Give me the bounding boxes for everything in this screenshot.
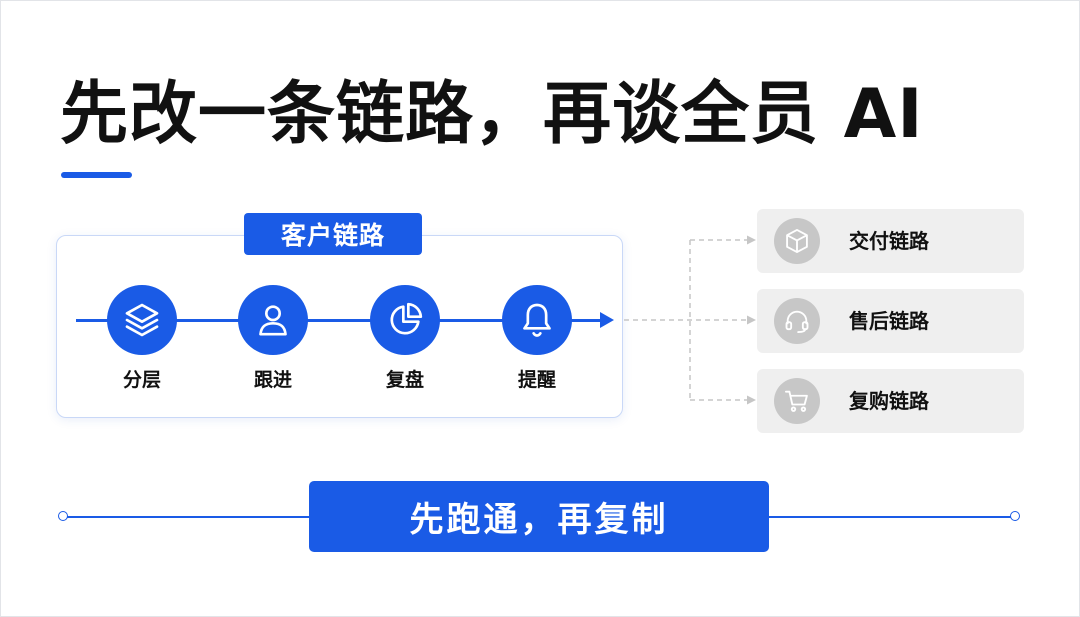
headset-icon (785, 310, 809, 334)
repurchase-icon-badge (774, 378, 820, 424)
delivery-chain-card: 交付链路 (757, 209, 1024, 273)
delivery-icon-badge (774, 218, 820, 264)
title-underline (61, 172, 132, 178)
pie-chart-icon (390, 302, 423, 335)
slide-title: 先改一条链路，再谈全员 AI (60, 75, 924, 154)
cart-icon (784, 390, 808, 412)
customer-chain-tag: 客户链路 (244, 213, 422, 255)
step-reminder (502, 285, 572, 355)
step-follow-up (238, 285, 308, 355)
repurchase-chain-label: 复购链路 (849, 389, 929, 413)
timeline-end-dot (1010, 511, 1020, 521)
step-review (370, 285, 440, 355)
layers-icon (125, 303, 159, 337)
branch-connectors (624, 235, 756, 405)
flow-line (76, 319, 606, 322)
user-icon (259, 305, 287, 336)
after-sales-chain-card: 售后链路 (757, 289, 1024, 353)
after-sales-chain-label: 售后链路 (849, 309, 929, 333)
delivery-chain-label: 交付链路 (849, 229, 929, 253)
bottom-banner: 先跑通，再复制 (309, 481, 769, 552)
flow-arrow-icon (600, 312, 614, 328)
box-icon (786, 228, 808, 254)
repurchase-chain-card: 复购链路 (757, 369, 1024, 433)
after-sales-icon-badge (774, 298, 820, 344)
step-label-follow-up: 跟进 (253, 369, 292, 391)
step-layers (107, 285, 177, 355)
step-label-review: 复盘 (385, 369, 424, 391)
step-label-reminder: 提醒 (517, 369, 556, 391)
timeline-start-dot (58, 511, 68, 521)
step-label-layers: 分层 (122, 369, 161, 391)
bell-icon (523, 303, 551, 337)
